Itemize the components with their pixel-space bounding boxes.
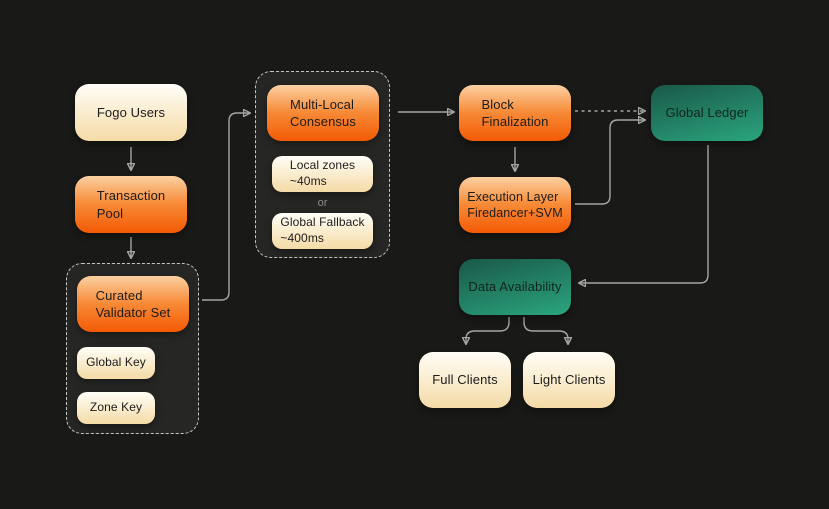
node-data-availability-label: Data Availability <box>468 279 562 295</box>
or-separator-label: or <box>317 197 328 209</box>
node-full-clients: Full Clients <box>419 352 511 408</box>
node-curated-validator-set-label: Curated Validator Set <box>95 287 171 320</box>
node-curated-validator-set: Curated Validator Set <box>77 276 189 332</box>
node-global-fallback-label: Global Fallback ~400ms <box>280 215 365 245</box>
edge-curated-validator-set-to-multi-local-consensus <box>202 113 250 301</box>
node-light-clients: Light Clients <box>523 352 615 408</box>
node-fogo-users: Fogo Users <box>75 84 187 141</box>
node-multi-local-consensus: Multi-Local Consensus <box>267 85 379 141</box>
node-global-ledger: Global Ledger <box>651 85 763 141</box>
node-data-availability: Data Availability <box>459 259 571 315</box>
node-global-fallback: Global Fallback ~400ms <box>272 213 373 249</box>
node-execution-layer: Execution Layer Firedancer+SVM <box>459 177 571 233</box>
node-light-clients-label: Light Clients <box>532 372 606 388</box>
node-zone-key: Zone Key <box>77 392 155 424</box>
node-block-finalization-label: Block Finalization <box>481 96 549 129</box>
edge-global-ledger-to-data-availability <box>579 145 709 283</box>
node-zone-key-label: Zone Key <box>89 400 143 415</box>
node-fogo-users-label: Fogo Users <box>96 104 166 120</box>
edge-execution-layer-to-global-ledger <box>575 120 645 205</box>
node-local-zones: Local zones ~40ms <box>272 156 373 192</box>
node-block-finalization: Block Finalization <box>459 85 571 141</box>
node-transaction-pool-label: Transaction Pool <box>96 188 166 221</box>
node-full-clients-label: Full Clients <box>432 372 498 388</box>
edge-data-availability-to-light-clients <box>523 317 568 344</box>
node-transaction-pool: Transaction Pool <box>75 176 187 233</box>
node-global-key: Global Key <box>77 347 155 379</box>
node-local-zones-label: Local zones ~40ms <box>289 158 356 188</box>
node-global-key-label: Global Key <box>86 355 146 370</box>
node-execution-layer-label: Execution Layer Firedancer+SVM <box>467 189 563 221</box>
node-global-ledger-label: Global Ledger <box>665 105 749 121</box>
edge-data-availability-to-full-clients <box>466 317 510 344</box>
node-multi-local-consensus-label: Multi-Local Consensus <box>290 96 356 129</box>
